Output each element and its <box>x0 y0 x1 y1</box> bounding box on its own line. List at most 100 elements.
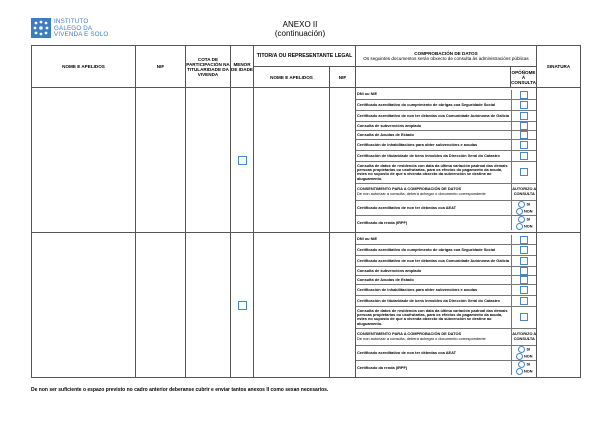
header-nome: NOME E APELIDOS <box>31 45 136 88</box>
cota-cell[interactable] <box>185 232 231 378</box>
consulta-checkbox[interactable] <box>520 275 529 284</box>
page-title: ANEXO II (continuación) <box>230 20 370 38</box>
nif-cell[interactable] <box>135 232 186 378</box>
radio-si[interactable] <box>518 360 526 368</box>
header-comprobacion: COMPROBACIÓN DE DATOS Os seguintes docum… <box>355 45 537 67</box>
radio-si[interactable] <box>518 345 526 353</box>
titor-nome-cell[interactable] <box>253 232 330 378</box>
radio-si-label: SI <box>526 217 531 222</box>
consulta-checkbox[interactable] <box>520 235 529 244</box>
consulta-checkbox[interactable] <box>520 285 529 294</box>
consulta-label: Certificación de inhabilitacións para ob… <box>356 283 512 296</box>
autorizo-header: AUTORIZO A CONSULTA <box>510 182 537 201</box>
logo-line2: GALEGO DA <box>54 24 93 32</box>
header-cota: COTA DE PARTICIPACIÓN NA TITULARIDADE DA… <box>185 45 231 88</box>
consultas-table: DNI ou NIE Certificado acreditativo do c… <box>356 235 537 375</box>
radio-non[interactable] <box>516 222 524 230</box>
consulta-checkbox[interactable] <box>520 111 529 120</box>
consulta-checkbox[interactable] <box>520 256 529 265</box>
header-menor: MENOR DE IDADE <box>230 45 254 88</box>
menor-checkbox[interactable] <box>237 155 247 165</box>
consulta-label: Consulta de Axudas de Estado <box>356 274 512 285</box>
consentimento-header: CONSENTIMENTO PARA A COMPROBACIÓN DE DAT… <box>356 182 512 201</box>
header-nif: NIF <box>135 45 186 88</box>
radio-non[interactable] <box>516 367 524 375</box>
consulta-label: DNI ou NIE <box>356 235 512 245</box>
consulta-checkbox[interactable] <box>520 130 529 139</box>
consulta-label: Certificación de titularidade de bens in… <box>356 149 512 162</box>
sinatura-cell[interactable] <box>536 87 581 233</box>
consulta-checkbox[interactable] <box>520 313 529 322</box>
logo-text: INSTITUTO GALEGO DA VIVENDA E SOLO <box>54 18 109 39</box>
autorizo-header: AUTORIZO A CONSULTA <box>510 327 537 346</box>
header-blank <box>355 66 511 88</box>
radio-group: SI NON <box>510 344 537 361</box>
person-row-2: DNI ou NIE Certificado acreditativo do c… <box>31 232 581 378</box>
header-titor-nif: NIF <box>329 66 356 88</box>
titor-nif-cell[interactable] <box>329 232 356 378</box>
nif-cell[interactable] <box>135 87 186 233</box>
consentimento-item: Certificado acreditativo de non ter débe… <box>356 199 512 216</box>
consulta-checkbox[interactable] <box>520 266 529 275</box>
radio-non[interactable] <box>516 207 524 215</box>
consulta-label: Consulta de datos de residencia con data… <box>356 160 512 184</box>
header-titor: TITOR/A OU REPRESENTANTE LEGAL <box>253 45 356 67</box>
consulta-checkbox[interactable] <box>520 121 529 130</box>
radio-group: SINON <box>510 199 537 216</box>
consentimento-header: CONSENTIMENTO PARA A COMPROBACIÓN DE DAT… <box>356 327 512 346</box>
consulta-label: Consulta de subvencións amplado <box>356 120 512 131</box>
logo-mark-icon <box>31 18 51 38</box>
consultas-cell: DNI ou NIE Certificado acreditativo do c… <box>355 87 537 233</box>
menor-cell <box>230 232 254 378</box>
titor-nif-cell[interactable] <box>329 87 356 233</box>
sinatura-cell[interactable] <box>536 232 581 378</box>
title-line2: (continuación) <box>274 29 326 38</box>
header-titor-nome: NOME E APELIDOS <box>253 66 330 88</box>
radio-group: SINON <box>510 359 537 375</box>
menor-checkbox[interactable] <box>237 300 247 310</box>
titor-nome-cell[interactable] <box>253 87 330 233</box>
nome-cell[interactable] <box>31 232 136 378</box>
consentimento-item: Certificado da renda (IRPF) <box>356 214 512 230</box>
consulta-label: Consulta de Axudas de Estado <box>356 129 512 140</box>
consulta-checkbox[interactable] <box>520 90 529 99</box>
comprobacion-title: COMPROBACIÓN DE DATOS <box>414 51 478 56</box>
logo-line3: VIVENDA E SOLO <box>54 31 109 39</box>
logo-line1: INSTITUTO <box>54 18 89 25</box>
radio-non-label: NON <box>524 369 533 374</box>
consulta-label: Certificado acreditativo do cumprimento … <box>356 98 512 111</box>
consentimento-item: Certificado da renda (IRPF) <box>356 359 512 375</box>
consentimento-title: CONSENTIMENTO PARA A COMPROBACIÓN DE DAT… <box>357 186 462 192</box>
consentimento-sub: De non autorizar a consulta, deberá ache… <box>357 190 486 196</box>
header-oponome: OPÓÑOME Á CONSULTA <box>510 66 537 88</box>
radio-si-label: SI <box>526 202 531 207</box>
radio-group: SINON <box>510 214 537 230</box>
consulta-checkbox[interactable] <box>520 168 529 177</box>
radio-non-label: NON <box>524 354 533 359</box>
radio-non[interactable] <box>516 352 524 360</box>
consulta-checkbox[interactable] <box>520 296 529 305</box>
consulta-label: Certificación de inhabilitacións para ob… <box>356 138 512 151</box>
consulta-checkbox[interactable] <box>520 151 529 160</box>
consulta-checkbox[interactable] <box>520 100 529 109</box>
title-line1: ANEXO II <box>282 20 318 29</box>
consulta-checkbox[interactable] <box>520 245 529 254</box>
radio-si[interactable] <box>518 200 526 208</box>
consulta-label: DNI ou NIE <box>356 90 512 100</box>
consultas-table: DNI ou NIE Certificado acreditativo do c… <box>356 90 537 230</box>
annex-table: NOME E APELIDOS NIF COTA DE PARTICIPACIÓ… <box>31 45 581 378</box>
consentimento-item: Certificado acreditativo de non ter débe… <box>356 344 512 361</box>
consulta-label: Certificación de titularidade de bens in… <box>356 294 512 307</box>
menor-cell <box>230 87 254 233</box>
consulta-checkbox[interactable] <box>520 140 529 149</box>
comprobacion-subtitle: Os seguintes documentos serán obxecto de… <box>363 56 529 61</box>
radio-si-label: SI <box>526 347 531 352</box>
person-row-1: DNI ou NIE Certificado acreditativo do c… <box>31 87 581 233</box>
institution-logo: INSTITUTO GALEGO DA VIVENDA E SOLO <box>31 18 121 48</box>
radio-si[interactable] <box>518 215 526 223</box>
footnote: De non ser suficiente o espazo previsto … <box>31 387 329 393</box>
consulta-label: Certificado acreditativo de non ter débe… <box>356 109 512 122</box>
consulta-label: Consulta de subvencións amplado <box>356 265 512 276</box>
cota-cell[interactable] <box>185 87 231 233</box>
nome-cell[interactable] <box>31 87 136 233</box>
